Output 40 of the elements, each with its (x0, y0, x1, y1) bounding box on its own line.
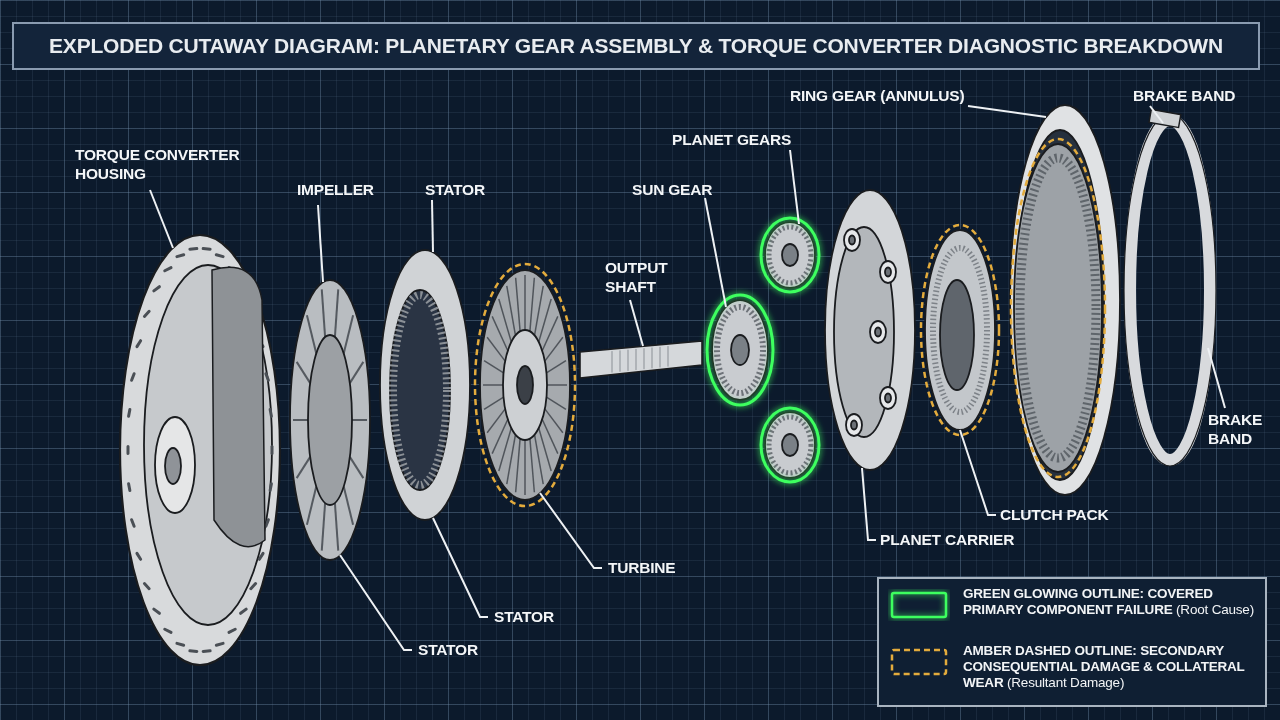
part-label: TORQUE CONVERTER HOUSING (75, 145, 245, 183)
part-label: STATOR (494, 607, 554, 626)
leader-line (629, 299, 644, 347)
sun-gear-drawing (705, 293, 775, 407)
part-label: IMPELLER (297, 180, 374, 199)
part-label: CLUTCH PACK (1000, 505, 1109, 524)
leader-line (149, 189, 174, 249)
part-label: STATOR (418, 640, 478, 659)
planet-carrier-drawing (824, 189, 916, 471)
leader-line (1207, 347, 1226, 409)
leader-line (704, 197, 727, 308)
part-label: TURBINE (608, 558, 676, 577)
legend-text: AMBER DASHED OUTLINE: SECONDARY CONSEQUENTIAL DAMAGE & COLLATERAL WEAR (Resultant Damage) (963, 643, 1246, 691)
leader-line (317, 204, 324, 283)
turbine-drawing (473, 262, 577, 508)
part-label: STATOR (425, 180, 485, 199)
stator-ring-drawing (379, 249, 471, 521)
part-label: PLANET GEARS (672, 130, 792, 149)
clutch-pack-drawing (919, 223, 1001, 437)
leader-line (967, 105, 1047, 118)
part-label: BRAKE BAND (1208, 410, 1270, 448)
leader-line (431, 199, 434, 253)
leader-line (789, 149, 800, 225)
part-label: RING GEAR (ANNULUS) (790, 86, 965, 105)
part-label: OUTPUT SHAFT (605, 258, 680, 296)
converter-housing-drawing (118, 233, 282, 667)
output-shaft-drawing (579, 340, 703, 379)
ring-gear-drawing (1009, 104, 1121, 496)
leader-line (1149, 105, 1164, 124)
diagram-title: EXPLODED CUTAWAY DIAGRAM: PLANETARY GEAR ASSEMBLY & TORQUE CONVERTER DIAGNOSTIC BREAKDOWN (12, 22, 1260, 70)
legend-text: GREEN GLOWING OUTLINE: COVERED PRIMARY COMPONENT FAILURE (Root Cause) (963, 586, 1255, 618)
leader-line (861, 467, 877, 541)
impeller-drawing (289, 279, 371, 561)
part-label: SUN GEAR (632, 180, 713, 199)
part-label: BRAKE BAND (1133, 86, 1236, 105)
planet-gears-drawing (759, 216, 821, 484)
leader-line (339, 554, 413, 651)
part-label: PLANET CARRIER (880, 530, 1015, 549)
leader-line (539, 492, 603, 569)
leader-line (432, 517, 489, 618)
